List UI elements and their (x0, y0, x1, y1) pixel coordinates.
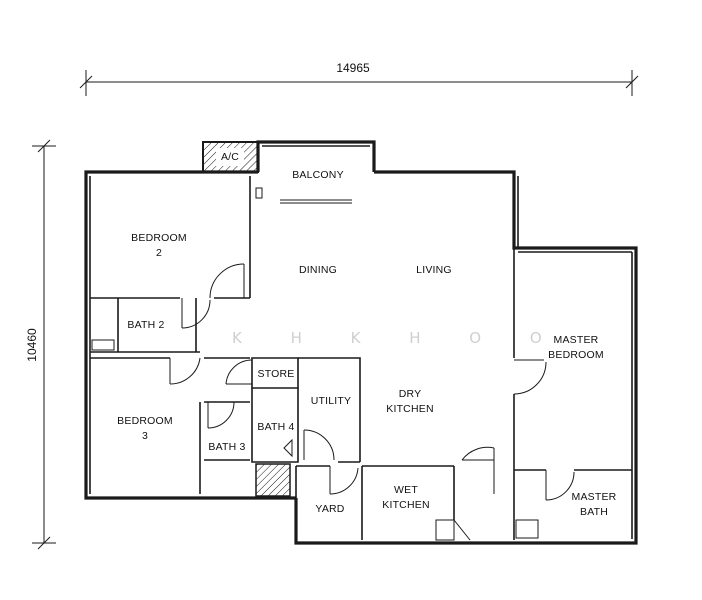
width-dimension: 14965 (79, 61, 639, 96)
wet-kitchen-label-line2: KITCHEN (382, 499, 430, 511)
room-labels: A/C BALCONY BEDROOM 2 DINING LIVING BATH… (117, 151, 617, 518)
utility-label: UTILITY (311, 395, 352, 407)
interior-walls (90, 176, 632, 541)
bedroom3-label-line2: 3 (142, 430, 148, 442)
doors (169, 263, 575, 501)
ac-label: A/C (221, 151, 239, 163)
outer-walls (84, 140, 638, 545)
master-bath-label-line2: BATH (580, 506, 608, 518)
master-bedroom-label-line1: MASTER (554, 334, 599, 346)
bath3-label: BATH 3 (208, 441, 245, 453)
watermark: K H K H O O (232, 329, 564, 347)
dry-kitchen-label-line1: DRY (399, 388, 422, 400)
height-dimension: 10460 (25, 139, 56, 550)
balcony-label: BALCONY (292, 169, 344, 181)
yard-label: YARD (315, 503, 344, 515)
width-dimension-label: 14965 (336, 61, 370, 75)
dining-label: DINING (299, 264, 337, 276)
bath2-label: BATH 2 (127, 319, 164, 331)
master-bedroom-label-line2: BEDROOM (548, 349, 604, 361)
bedroom2-label-line2: 2 (156, 247, 162, 259)
living-label: LIVING (416, 264, 452, 276)
dry-kitchen-label-line2: KITCHEN (386, 403, 434, 415)
store-label: STORE (258, 368, 295, 380)
bath4-label: BATH 4 (257, 421, 294, 433)
bedroom3-label-line1: BEDROOM (117, 415, 173, 427)
bedroom2-label-line1: BEDROOM (131, 232, 187, 244)
wet-kitchen-label-line1: WET (394, 484, 418, 496)
master-bath-label-line1: MASTER (572, 491, 617, 503)
height-dimension-label: 10460 (25, 328, 39, 362)
